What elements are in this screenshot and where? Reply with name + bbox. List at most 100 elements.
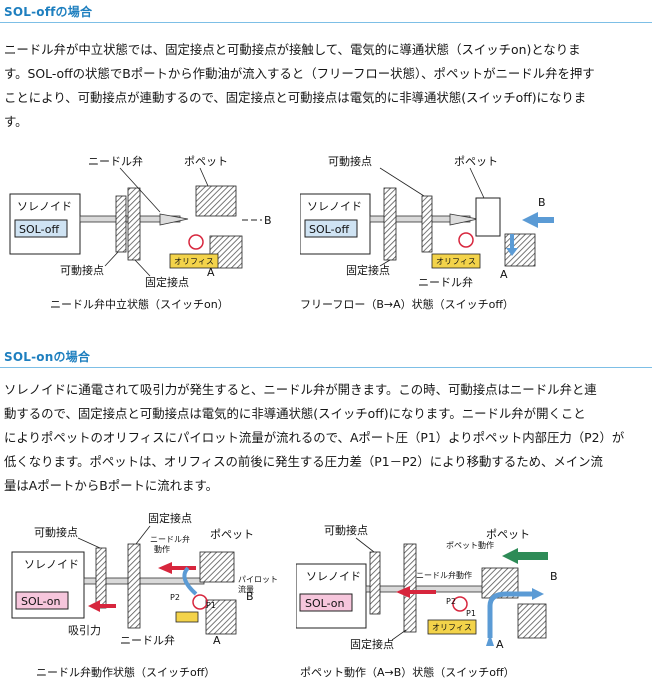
fixed-contact <box>383 187 397 261</box>
poppet-body <box>475 197 501 237</box>
movable-contact <box>421 195 433 253</box>
orifice-tag <box>427 619 477 635</box>
para-line: ソレノイドに通電されて吸引力が発生すると、ニードル弁が開きます。この時、可動接点… <box>4 382 597 397</box>
suction-label: 吸引力 <box>68 623 101 637</box>
movable-leader <box>104 251 119 267</box>
fixed-contact-label: 固定接点 <box>145 275 189 289</box>
solenoid-label: ソレノイド <box>24 558 79 571</box>
section1-rule <box>0 22 652 23</box>
poppet-body <box>195 185 237 217</box>
movable-contact-label: 可動接点 <box>328 154 372 168</box>
para-line: によりポペットのオリフィスにパイロット流量が流れるので、Aポート圧（P1）よりポ… <box>4 430 625 445</box>
figure-caption: フリーフロー（B→A）状態（スイッチoff） <box>300 297 514 311</box>
poppet-leader <box>199 167 209 187</box>
orifice-circle <box>188 234 204 250</box>
pilot-label-2: 流量 <box>238 584 254 594</box>
sol-box <box>299 593 353 612</box>
fixed-contact-label: 固定接点 <box>148 511 192 525</box>
para-line: す。 <box>4 114 28 129</box>
para-line: 動するので、固定接点と可動接点は電気的に非導通状態(スイッチoff)になります。… <box>4 406 586 421</box>
section1-paragraph: ニードル弁が中立状態では、固定接点と可動接点が接触して、電気的に導通状態（スイッ… <box>4 38 644 134</box>
fixed-leader <box>135 525 151 545</box>
solenoid-label: ソレノイド <box>306 570 361 583</box>
figure-needle-neutral: ソレノイド SOL-off B オリフィス A ニードル弁 ポペット 可動接点 … <box>9 154 272 311</box>
valve-body <box>205 599 237 635</box>
sol-box <box>304 219 358 238</box>
movable-contact <box>115 195 127 253</box>
pilot-flow-arrow <box>182 566 198 596</box>
pilot-label: パイロット <box>238 575 278 584</box>
fixed-contact <box>127 187 141 261</box>
port-b-label: B <box>538 196 546 209</box>
figure-caption: ニードル弁動作状態（スイッチoff） <box>36 665 215 679</box>
movable-contact-label: 可動接点 <box>324 523 368 537</box>
movable-leader <box>379 167 425 197</box>
para-line: ニードル弁が中立状態では、固定接点と可動接点が接触して、電気的に導通状態（スイッ… <box>4 42 581 57</box>
needle-op-label: ニードル弁 <box>150 534 190 544</box>
solenoid-label: ソレノイド <box>17 200 72 213</box>
figure-free-flow: ソレノイド SOL-off B オリフィス A 可動接点 ポペット 固定接点 ニ… <box>300 154 554 311</box>
movable-contact <box>95 547 107 609</box>
figure-poppet-operating: ソレノイド SOL-on オリフィス P2 P1 A B 可動接点 ポペット動作… <box>296 523 558 679</box>
orifice-label: オリフィス <box>436 257 476 266</box>
sol-box-label: SOL-on <box>21 595 60 608</box>
valve-body <box>517 603 547 639</box>
orifice-label: オリフィス <box>432 623 472 632</box>
movable-contact-label: 可動接点 <box>60 263 104 277</box>
fixed-leader <box>134 259 151 277</box>
para-line: 量はAポートからBポートに流れます。 <box>4 478 218 493</box>
flow-arrow-a-to-b <box>487 591 532 638</box>
orifice-tag <box>175 611 199 623</box>
para-line: ことにより、可動接点が連動するので、固定接点と可動接点は電気的に非導通状態(スイ… <box>4 90 587 105</box>
suction-arrow <box>88 600 116 612</box>
port-b-label: B <box>550 570 558 583</box>
flow-arrow-b-head <box>532 588 544 600</box>
fixed-contact <box>127 543 141 629</box>
fixed-contact-label: 固定接点 <box>350 637 394 651</box>
port-b-label: B <box>246 590 254 603</box>
poppet-op-arrow <box>502 548 548 564</box>
needle-op-label: ニードル弁動作 <box>416 570 472 580</box>
section1-heading: SOL-offの場合 <box>4 5 93 19</box>
section2-paragraph: ソレノイドに通電されて吸引力が発生すると、ニードル弁が開きます。この時、可動接点… <box>4 378 644 498</box>
figure-needle-operating: ソレノイド SOL-on P2 P1 A B 可動接点 固定接点 ニードル弁 動… <box>11 511 278 679</box>
section2-rule <box>0 367 652 368</box>
orifice-label: オリフィス <box>174 257 214 266</box>
p2-label: P2 <box>170 593 180 602</box>
port-b-label: B <box>264 214 272 227</box>
solenoid-label: ソレノイド <box>307 200 362 213</box>
flow-arrow-down <box>506 234 518 256</box>
section2-heading: SOL-onの場合 <box>4 350 91 364</box>
needle-tip <box>159 213 189 226</box>
orifice-circle <box>192 594 208 610</box>
poppet-label: ポペット <box>486 528 530 541</box>
movable-leader <box>355 537 375 553</box>
para-line: 低くなります。ポペットは、オリフィスの前後に発生する圧力差（P1－P2）により移… <box>4 454 603 469</box>
movable-contact <box>369 551 381 615</box>
needle-label: ニードル弁 <box>418 275 473 289</box>
p2-label: P2 <box>446 597 456 606</box>
poppet-label: ポペット <box>210 528 254 541</box>
needle-op-arrow <box>158 562 196 574</box>
figure-caption: ニードル弁中立状態（スイッチon） <box>50 297 229 311</box>
port-a-label: A <box>500 268 508 281</box>
poppet-label: ポペット <box>184 155 228 168</box>
flow-arrow-b <box>522 212 554 228</box>
flow-arrow-up <box>486 634 494 646</box>
fixed-contact-label: 固定接点 <box>346 263 390 277</box>
sol-box <box>14 219 68 238</box>
needle-label: ニードル弁 <box>120 633 175 647</box>
figure-caption: ポペット動作（A→B）状態（スイッチoff） <box>300 665 515 679</box>
port-a-label: A <box>213 634 221 647</box>
sol-box-label: SOL-off <box>19 223 59 236</box>
needle-op-arrow <box>396 586 436 598</box>
fixed-leader <box>379 259 391 267</box>
orifice-tag <box>431 253 481 269</box>
poppet-op-label: ポペット動作 <box>446 540 494 550</box>
needle-tip <box>449 213 479 226</box>
orifice-tag <box>169 253 219 269</box>
p1-label: P1 <box>206 601 216 610</box>
orifice-circle <box>458 232 474 248</box>
poppet-body <box>199 551 235 583</box>
port-a-label: A <box>496 638 504 651</box>
